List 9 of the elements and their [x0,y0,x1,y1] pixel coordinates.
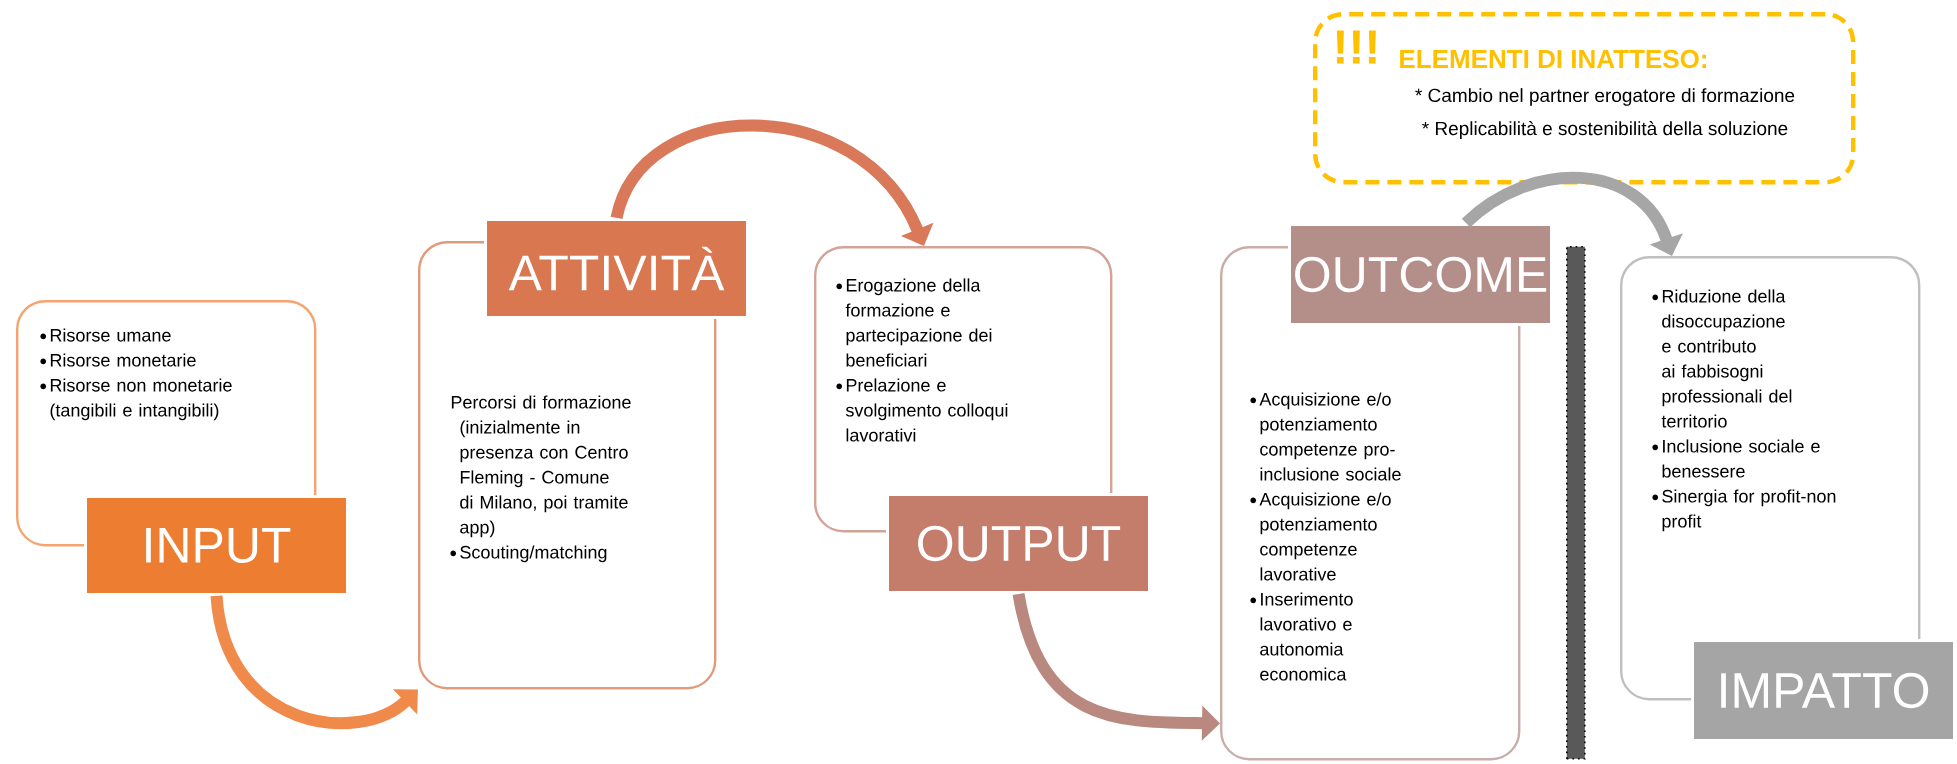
phase-header: OUTPUT [886,493,1151,594]
curved-arrow [610,119,934,246]
divider-bar [1566,246,1586,760]
phase-header: IMPATTO [1691,639,1956,742]
note-box: !!! ELEMENTI DI INATTESO: * Cambio nel partner erogatore di formazione * Replicabilità e sostenibilità della soluzione [1313,12,1856,185]
curved-arrow [210,595,418,730]
phase-header: INPUT [84,495,349,596]
phase-header: OUTCOME [1288,223,1553,326]
phase-header: ATTIVITÀ [484,218,749,319]
